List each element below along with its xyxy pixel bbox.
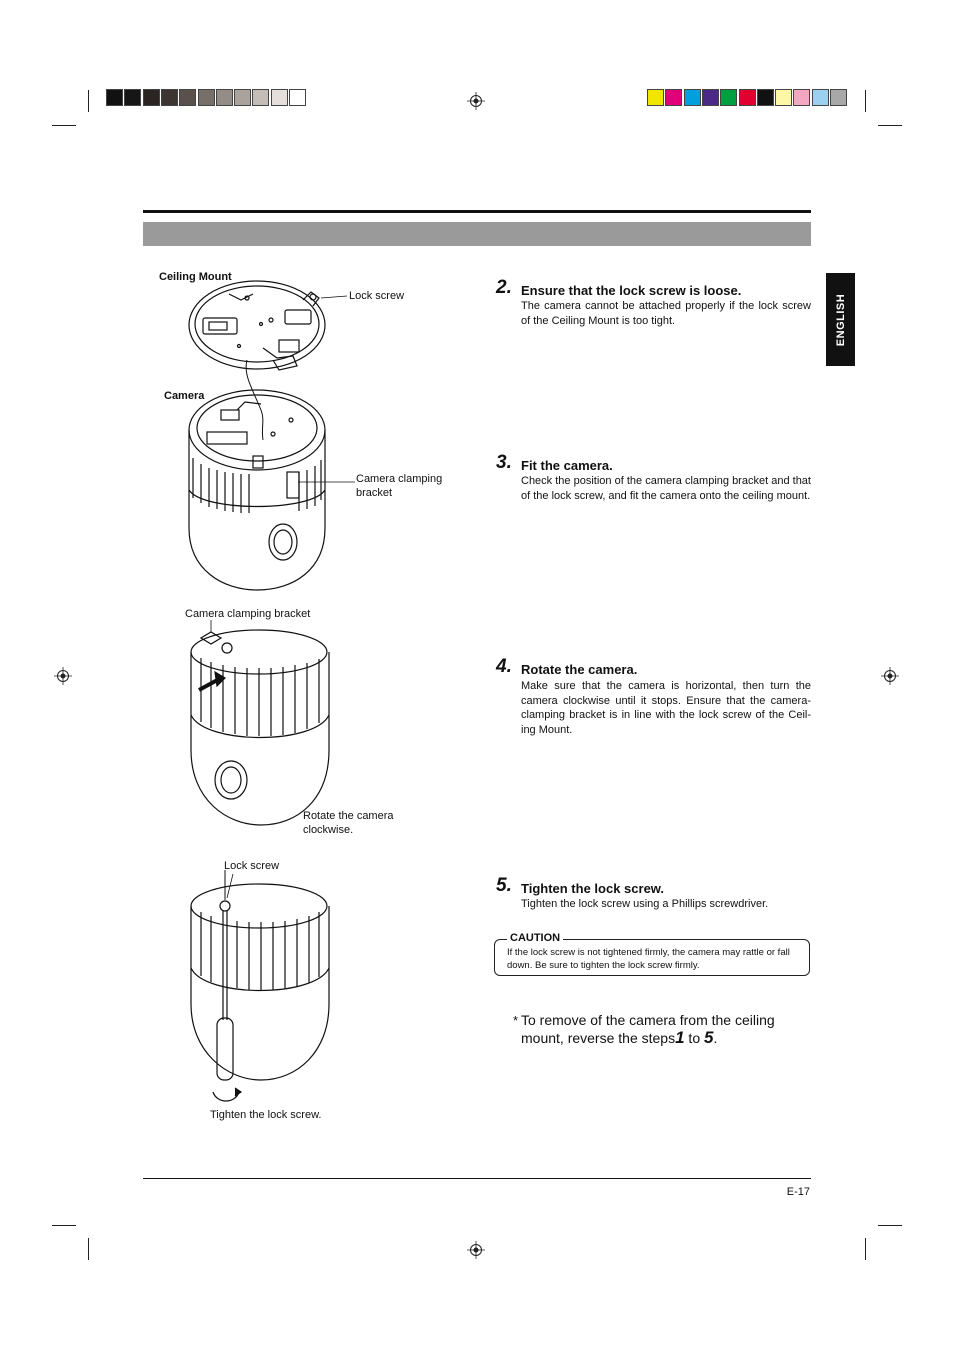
step-title: Tighten the lock screw. — [521, 881, 665, 896]
lock-screw-label: Lock screw — [349, 290, 405, 302]
calibration-swatch — [683, 89, 701, 106]
step-body: Check the position of the camera clampin… — [521, 475, 811, 502]
step-number: 4. — [496, 656, 512, 677]
calibration-swatch — [215, 89, 233, 106]
step-title: Ensure that the lock screw is loose. — [521, 283, 742, 298]
ceiling-mount-drawing — [188, 280, 326, 441]
registration-mark-icon — [54, 667, 72, 685]
caution-label: CAUTION — [507, 932, 564, 944]
note-asterisk: * — [513, 1013, 519, 1028]
calibration-swatch — [234, 89, 252, 106]
language-tab-label: ENGLISH — [834, 293, 847, 346]
calibration-swatch — [197, 89, 215, 106]
tighten-lock-screw-label: Tighten the lock screw. — [210, 1109, 322, 1121]
camera-drawing — [188, 389, 326, 591]
calibration-swatch — [124, 89, 142, 106]
registration-mark-icon — [467, 1241, 485, 1259]
page-number: E-17 — [786, 1186, 810, 1198]
step-number: 5. — [496, 875, 512, 896]
camera-label: Camera — [164, 390, 205, 402]
note-text: To remove of the camera from the ceiling… — [521, 1012, 775, 1046]
registration-mark-icon — [467, 92, 485, 110]
calibration-swatch — [775, 89, 793, 106]
header-rule — [143, 210, 811, 213]
installation-illustration — [188, 280, 355, 1102]
calibration-swatch — [647, 89, 664, 106]
header-band — [143, 222, 811, 246]
caution-box: CAUTION If the lock screw is not tighten… — [494, 932, 810, 976]
camera-clamping-bracket-label: Camera clamping bracket — [185, 608, 311, 620]
calibration-swatch — [811, 89, 829, 106]
removal-note: * To remove of the camera from the ceili… — [513, 1012, 803, 1047]
step-title: Rotate the camera. — [521, 662, 638, 677]
camera-rotate-drawing — [190, 629, 330, 826]
calibration-swatch — [665, 89, 683, 106]
step-body: Tighten the lock screw using a Phillips … — [521, 898, 769, 910]
calibration-swatch — [160, 89, 178, 106]
calibration-swatch — [793, 89, 811, 106]
calibration-swatch — [179, 89, 197, 106]
language-tab: ENGLISH — [826, 273, 855, 366]
step-number: 3. — [496, 452, 512, 473]
calibration-swatch — [756, 89, 774, 106]
calibration-swatch — [270, 89, 288, 106]
step-number: 2. — [496, 277, 512, 298]
calibration-swatch — [720, 89, 738, 106]
step-body: Make sure that the camera is horizontal,… — [521, 680, 811, 736]
ceiling-mount-label: Ceiling Mount — [159, 271, 232, 283]
calibration-swatch — [701, 89, 719, 106]
note-end: . — [713, 1030, 718, 1046]
calibration-swatch — [289, 89, 306, 106]
calibration-swatch — [252, 89, 270, 106]
caution-text: If the lock screw is not tightened firml… — [507, 947, 790, 971]
lock-screw-label: Lock screw — [224, 860, 280, 872]
calibration-swatch — [738, 89, 756, 106]
calibration-swatch — [830, 89, 847, 106]
rotate-camera-label: Rotate the camera clockwise. — [303, 810, 394, 836]
footer-rule — [143, 1178, 811, 1179]
note-middle: to — [684, 1030, 705, 1046]
registration-mark-icon — [881, 667, 899, 685]
step-title: Fit the camera. — [521, 458, 613, 473]
calibration-swatch — [106, 89, 123, 106]
camera-tighten-drawing — [190, 870, 330, 1102]
calibration-swatch — [142, 89, 160, 106]
note-to-step: 5 — [704, 1028, 714, 1047]
camera-clamping-bracket-label: Camera clamping bracket — [356, 473, 443, 499]
step-body: The camera cannot be attached properly i… — [521, 300, 811, 327]
note-from-step: 1 — [675, 1028, 685, 1047]
